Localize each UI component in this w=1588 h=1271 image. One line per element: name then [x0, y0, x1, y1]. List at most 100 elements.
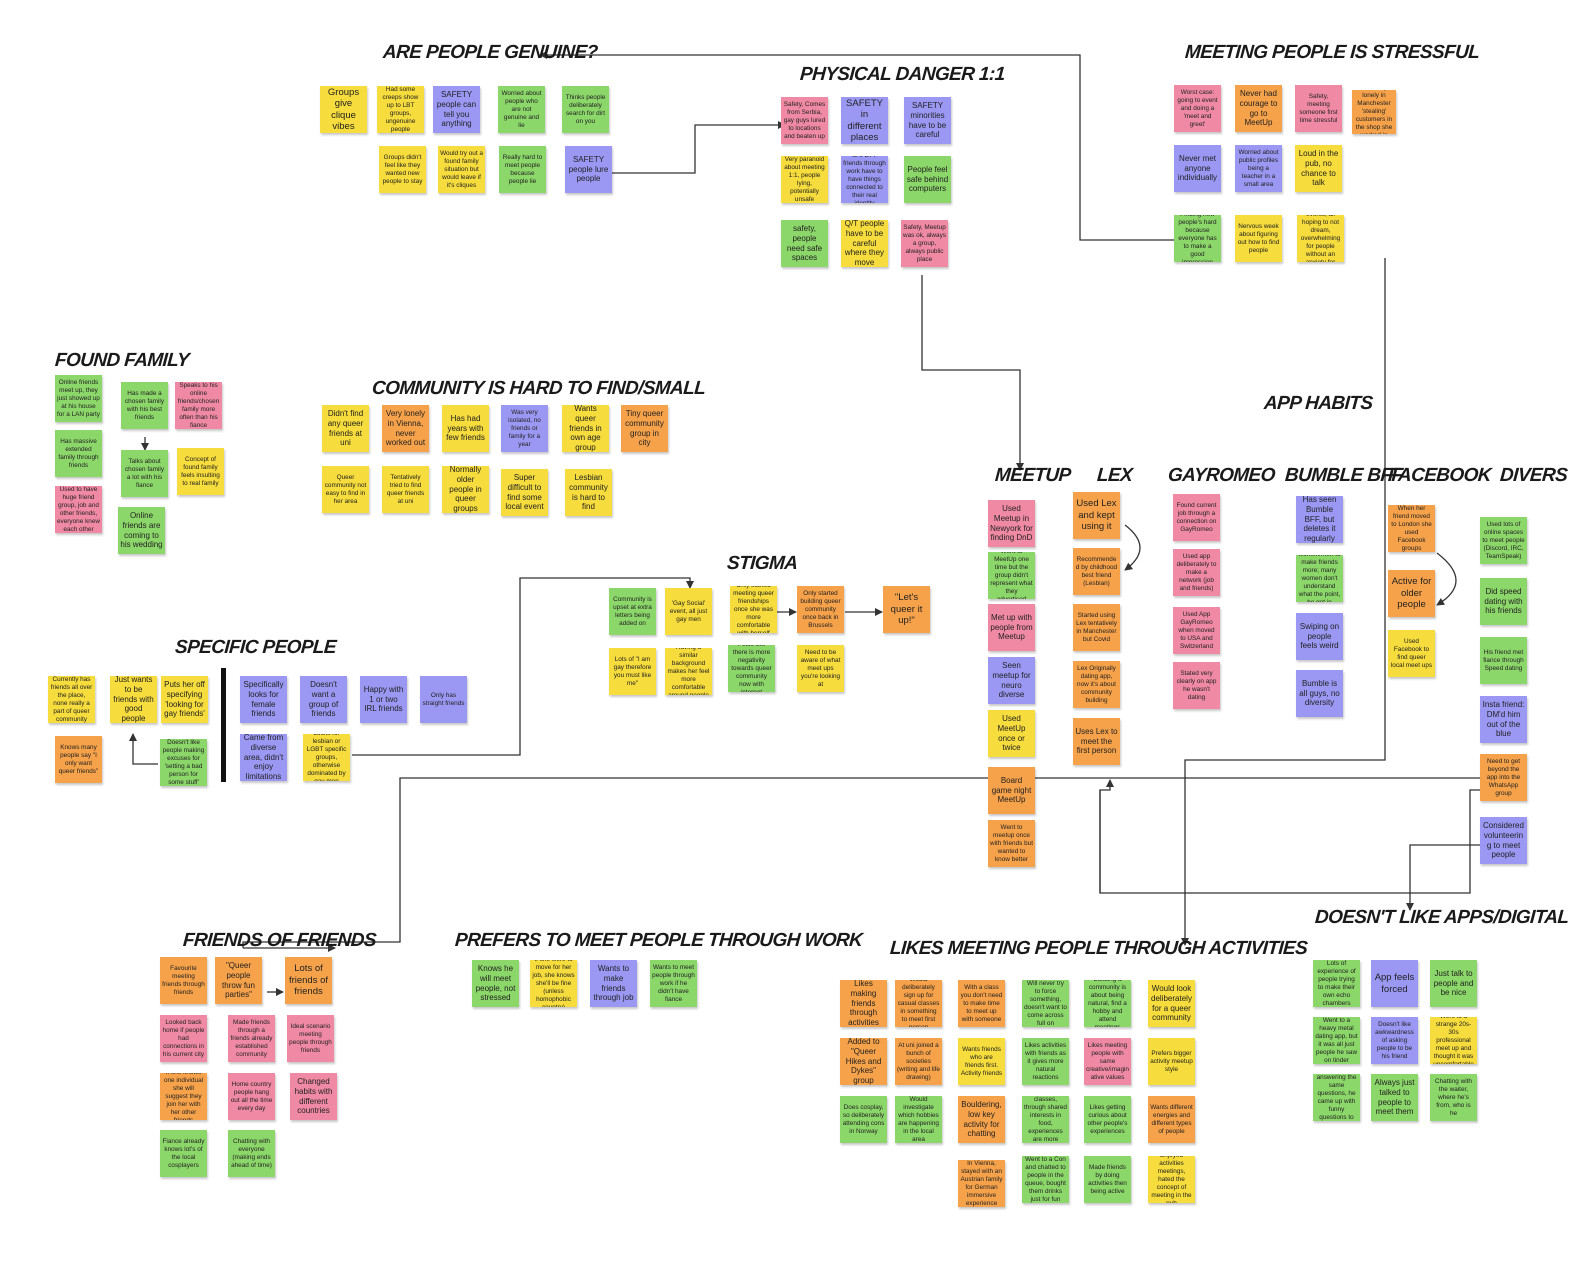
sticky-note[interactable]: Only has straight friends [420, 676, 467, 723]
sticky-note[interactable]: When her friend moved to London she used… [1388, 505, 1435, 552]
sticky-note[interactable]: Talks about chosen family a lot with his… [121, 450, 168, 497]
sticky-note[interactable]: Ideal scenario meeting people through fr… [287, 1015, 334, 1062]
sticky-note[interactable]: Lex Originally dating app, now it's abou… [1073, 661, 1120, 708]
sticky-note[interactable]: Online friends meet up, they just showed… [55, 375, 102, 422]
sticky-note[interactable]: Would try out a found family situation b… [438, 146, 485, 193]
sticky-note[interactable]: "Queer people throw fun parties" [215, 957, 262, 1004]
sticky-note[interactable]: SAFETY friends through work have to have… [841, 156, 888, 203]
sticky-note[interactable]: Q/T people have to be careful where they… [841, 220, 888, 267]
sticky-note[interactable]: Favourite meeting friends through friend… [160, 957, 207, 1004]
sticky-note[interactable]: Lots of friends of friends [285, 957, 332, 1004]
sticky-note[interactable]: Only started building queer community on… [797, 586, 844, 633]
sticky-note[interactable]: Started using Lex tentatively in Manches… [1073, 604, 1120, 651]
sticky-note[interactable]: Only started meeting queer friendships o… [730, 586, 777, 633]
sticky-note[interactable]: Bumble is all guys, no diversity [1296, 670, 1343, 717]
sticky-note[interactable]: Tiny queer community group in city [621, 405, 668, 452]
sticky-note[interactable]: Changed habits with different countries [290, 1073, 337, 1120]
sticky-note[interactable]: His friend met fiance through Speed dati… [1480, 637, 1527, 684]
sticky-note[interactable]: Would deliberately sign up for casual cl… [895, 980, 942, 1027]
sticky-note[interactable]: SAFETY people lure people [565, 146, 612, 193]
sticky-note[interactable]: Came from diverse area, didn't enjoy lim… [240, 734, 287, 781]
sticky-note[interactable]: Very lonely in Vienna, never worked out [382, 405, 429, 452]
sticky-note[interactable]: Active for older people [1388, 570, 1435, 617]
sticky-note[interactable]: Public, outdoor events, all hoping to no… [1297, 215, 1344, 262]
sticky-note[interactable]: Feels like there is more negativity towa… [728, 645, 775, 692]
sticky-note[interactable]: Has had years with few friends [442, 405, 489, 452]
sticky-note[interactable]: Home country people hang out all the tim… [228, 1073, 275, 1120]
sticky-note[interactable]: With a class you don't need to make time… [958, 980, 1005, 1027]
sticky-note[interactable]: "Let's queer it up!" [883, 586, 930, 633]
sticky-note[interactable]: Super difficult to find some local event [501, 469, 548, 516]
sticky-note[interactable]: Wants queer friends in own age group [562, 405, 609, 452]
sticky-note[interactable]: Has massive extended family through frie… [55, 430, 102, 477]
sticky-note[interactable]: Uses Lex to meet the first person [1073, 718, 1120, 765]
sticky-note[interactable]: Insta friend: DM'd him out of the blue [1480, 696, 1527, 743]
sticky-note[interactable]: Used App GayRomeo when moved to USA and … [1173, 607, 1220, 654]
sticky-note[interactable]: Specifically looks for female friends [240, 676, 287, 723]
sticky-note[interactable]: Recommended by childhood best friend (Le… [1073, 548, 1120, 595]
sticky-note[interactable]: Used MeetUp once or twice [988, 710, 1035, 757]
sticky-note[interactable]: Looked back home if people had connectio… [160, 1015, 207, 1062]
sticky-note[interactable]: Went to a strange 20s-30s professional m… [1430, 1017, 1477, 1064]
sticky-note[interactable]: Doesn't like people making excuses for '… [160, 739, 207, 786]
sticky-note[interactable]: Really hard to meet people because peopl… [499, 146, 546, 193]
sticky-note[interactable]: Didn't find any queer friends at uni [322, 405, 369, 452]
sticky-note[interactable]: Looks for lesbian or LGBT specific group… [303, 734, 350, 781]
sticky-note[interactable]: Went to a Con and chatted to people in t… [1022, 1156, 1069, 1203]
sticky-note[interactable]: Groups give clique vibes [320, 86, 367, 133]
sticky-note[interactable]: Doesn't like awkwardness of asking peopl… [1371, 1017, 1418, 1064]
sticky-note[interactable]: Used lots of online spaces to meet peopl… [1480, 517, 1527, 564]
sticky-note[interactable]: Wants different energies and different t… [1148, 1096, 1195, 1143]
sticky-note[interactable]: Bouldering, low key activity for chattin… [958, 1096, 1005, 1143]
sticky-note[interactable]: 'Gay Social' event, all just gay men [665, 588, 712, 635]
sticky-note[interactable]: Worried about public profiles being a te… [1235, 145, 1282, 192]
sticky-note[interactable]: Thinks people deliberately search for di… [562, 86, 609, 133]
sticky-note[interactable]: Went to meetup once with friends but wan… [988, 820, 1035, 867]
sticky-note[interactable]: Safety, Meetup was ok, always a group, a… [901, 220, 948, 267]
sticky-note[interactable]: Used Meetup in Newyork for finding DnD [988, 500, 1035, 547]
sticky-note[interactable]: Building a community is about being natu… [1084, 980, 1131, 1027]
sticky-note[interactable]: Chatting with everyone (making ends ahea… [228, 1130, 275, 1177]
sticky-note[interactable]: Considered volunteering to meet people [1480, 817, 1527, 864]
sticky-note[interactable]: Tentatively tried to find queer friends … [382, 466, 429, 513]
sticky-note[interactable]: Has seen Bumble BFF, but deletes it regu… [1296, 496, 1343, 543]
sticky-note[interactable]: Likes making friends through activities [840, 980, 887, 1027]
sticky-note[interactable]: Did speed dating with his friends [1480, 578, 1527, 625]
sticky-note[interactable]: Worst case: going to event and doing a '… [1174, 85, 1221, 132]
sticky-note[interactable]: Safety, Comes from Serbia, gay guys lure… [781, 97, 828, 144]
sticky-note[interactable]: Community is upset at extra letters bein… [609, 588, 656, 635]
sticky-note[interactable]: Was very lonely in Manchester 'stealing'… [1352, 90, 1396, 134]
sticky-note[interactable]: Lots of "I am gay therefore you must lik… [609, 648, 656, 695]
sticky-note[interactable]: At uni joined a bunch of societies (writ… [895, 1038, 942, 1085]
sticky-note[interactable]: People were getting bored answering the … [1313, 1074, 1360, 1121]
sticky-note[interactable]: Used app deliberately to make a network … [1173, 549, 1220, 596]
sticky-note[interactable]: Fiance already knows lot's of the local … [160, 1130, 207, 1177]
sticky-note[interactable]: Went to a heavy metal dating app, but it… [1313, 1017, 1360, 1064]
sticky-note[interactable]: Very paranoid about meeting 1:1, people … [781, 156, 828, 203]
sticky-note[interactable]: Loud in the pub, no chance to talk [1295, 145, 1342, 192]
sticky-note[interactable]: Need to get beyond the app into the What… [1480, 754, 1527, 801]
sticky-note[interactable]: Was very isolated, no friends or family … [501, 405, 548, 452]
sticky-note[interactable]: Does cosplay, so deliberately attending … [840, 1096, 887, 1143]
sticky-note[interactable]: SAFETY minorities have to be careful [904, 97, 951, 144]
sticky-note[interactable]: Worried about people who are not genuine… [498, 86, 545, 133]
sticky-note[interactable]: Added to "Queer Hikes and Dykes" group [840, 1038, 887, 1085]
sticky-note[interactable]: Made friends through a friends already e… [228, 1015, 275, 1062]
sticky-note[interactable]: Bumble seems like women/men to make frie… [1296, 555, 1343, 602]
sticky-note[interactable]: Just talk to people and be nice [1430, 960, 1477, 1007]
sticky-note[interactable]: Safety, meeting someone first time stres… [1295, 85, 1342, 132]
sticky-note[interactable]: Lesbian community is hard to find [565, 469, 612, 516]
sticky-note[interactable]: Likes activities with friends as it give… [1022, 1038, 1069, 1085]
sticky-note[interactable]: Happy with 1 or two IRL friends [360, 676, 407, 723]
sticky-note[interactable]: Knows he will meet people, not stressed [472, 960, 519, 1007]
sticky-note[interactable]: Has made a chosen family with his best f… [121, 382, 168, 429]
sticky-note[interactable]: Seen meetup for neuro diverse [988, 657, 1035, 704]
sticky-note[interactable]: Speaks to his online friends/chosen fami… [175, 382, 222, 429]
sticky-note[interactable]: Never met anyone individually [1174, 145, 1221, 192]
sticky-note[interactable]: Used Lex and kept using it [1073, 492, 1120, 539]
sticky-note[interactable]: Queer community not easy to find in her … [322, 466, 369, 513]
sticky-note[interactable]: Currently has friends all over the place… [48, 676, 95, 723]
sticky-note[interactable]: Concept of found family feels insulting … [177, 448, 224, 495]
sticky-note[interactable]: Would investigate which hobbies are happ… [895, 1096, 942, 1143]
sticky-note[interactable]: Having a similar background makes her fe… [665, 648, 712, 695]
